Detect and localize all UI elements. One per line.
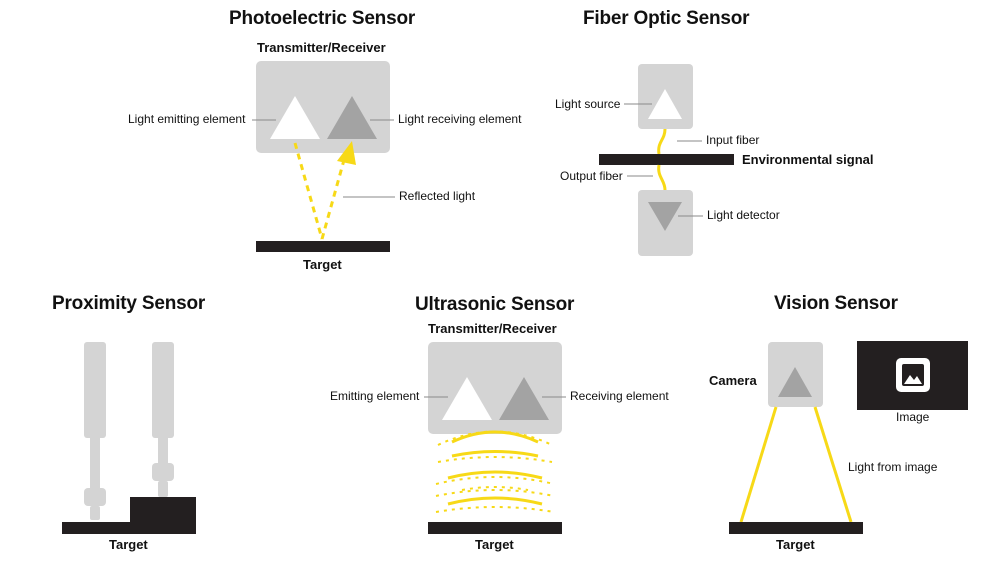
left-probe-body <box>84 342 106 438</box>
vision-target-label: Target <box>776 537 815 552</box>
ultrasonic-wave <box>447 496 543 506</box>
proximity-target-label: Target <box>109 537 148 552</box>
light-from-image-ray-left <box>739 406 778 523</box>
ultrasonic-wave <box>437 430 553 446</box>
vision-target-bar <box>729 522 863 534</box>
ultrasonic-wave <box>435 476 555 485</box>
ultrasonic-subtitle: Transmitter/Receiver <box>428 321 557 336</box>
photoelectric-target-label: Target <box>303 257 342 272</box>
right-probe-nut <box>152 463 174 481</box>
light-emitting-label: Light emitting element <box>128 112 246 126</box>
ultrasonic-wave <box>435 506 555 513</box>
ultrasonic-wave <box>451 450 539 458</box>
vision-title: Vision Sensor <box>774 293 898 314</box>
emitted-light-beam <box>293 142 324 240</box>
receiving-element-icon <box>499 377 549 420</box>
reflected-light-beam <box>320 159 346 240</box>
input-fiber-label: Input fiber <box>706 133 760 147</box>
light-source-label: Light source <box>555 97 621 111</box>
reflected-arrowhead-icon <box>337 141 356 165</box>
reflected-light-label: Reflected light <box>399 189 476 203</box>
left-probe-nut <box>84 488 106 506</box>
image-icon <box>896 358 930 392</box>
ultrasonic-title: Ultrasonic Sensor <box>415 294 575 315</box>
right-probe-tip <box>158 481 168 497</box>
light-emitting-element-icon <box>270 96 320 139</box>
light-from-image-label: Light from image <box>848 460 938 474</box>
right-probe-body <box>152 342 174 438</box>
output-fiber <box>657 164 667 191</box>
light-receiving-element-icon <box>327 96 377 139</box>
fiber-title: Fiber Optic Sensor <box>583 8 750 29</box>
proximity-diagram <box>62 342 196 534</box>
ultrasonic-wave <box>437 456 553 463</box>
ultrasonic-wave <box>447 470 543 480</box>
camera-label: Camera <box>709 373 757 388</box>
photoelectric-title: Photoelectric Sensor <box>229 8 416 29</box>
input-fiber <box>657 128 667 155</box>
photoelectric-housing <box>256 61 390 153</box>
ultrasonic-target-bar <box>428 522 562 534</box>
image-label: Image <box>896 410 930 424</box>
right-probe-stem <box>158 438 168 463</box>
light-receiving-label: Light receiving element <box>398 112 522 126</box>
emitting-element-icon <box>442 377 492 420</box>
camera-lens-icon <box>778 367 812 397</box>
vision-diagram <box>729 341 968 534</box>
left-probe-tip <box>90 506 100 520</box>
light-source-icon <box>648 89 682 119</box>
output-fiber-label: Output fiber <box>560 169 623 183</box>
light-from-image-ray-right <box>813 406 853 523</box>
fiber-optic-diagram <box>599 64 734 256</box>
environmental-signal-label: Environmental signal <box>742 152 874 167</box>
light-detector-label: Light detector <box>707 208 780 222</box>
proximity-title: Proximity Sensor <box>52 293 206 314</box>
photoelectric-target-bar <box>256 241 390 252</box>
light-detector-icon <box>648 202 682 231</box>
ultrasonic-wave <box>461 486 529 491</box>
ultrasonic-housing <box>428 342 562 434</box>
left-probe-stem <box>90 438 100 488</box>
photoelectric-diagram <box>252 61 395 252</box>
ultrasonic-target-label: Target <box>475 537 514 552</box>
ultrasonic-diagram <box>424 342 566 534</box>
proximity-target-bar <box>62 522 196 534</box>
ultrasonic-wave <box>451 430 539 444</box>
emitting-element-label: Emitting element <box>330 389 420 403</box>
photoelectric-subtitle: Transmitter/Receiver <box>257 40 386 55</box>
receiving-element-label: Receiving element <box>570 389 669 403</box>
environmental-signal-bar <box>599 154 734 165</box>
ultrasonic-wave <box>435 489 555 497</box>
